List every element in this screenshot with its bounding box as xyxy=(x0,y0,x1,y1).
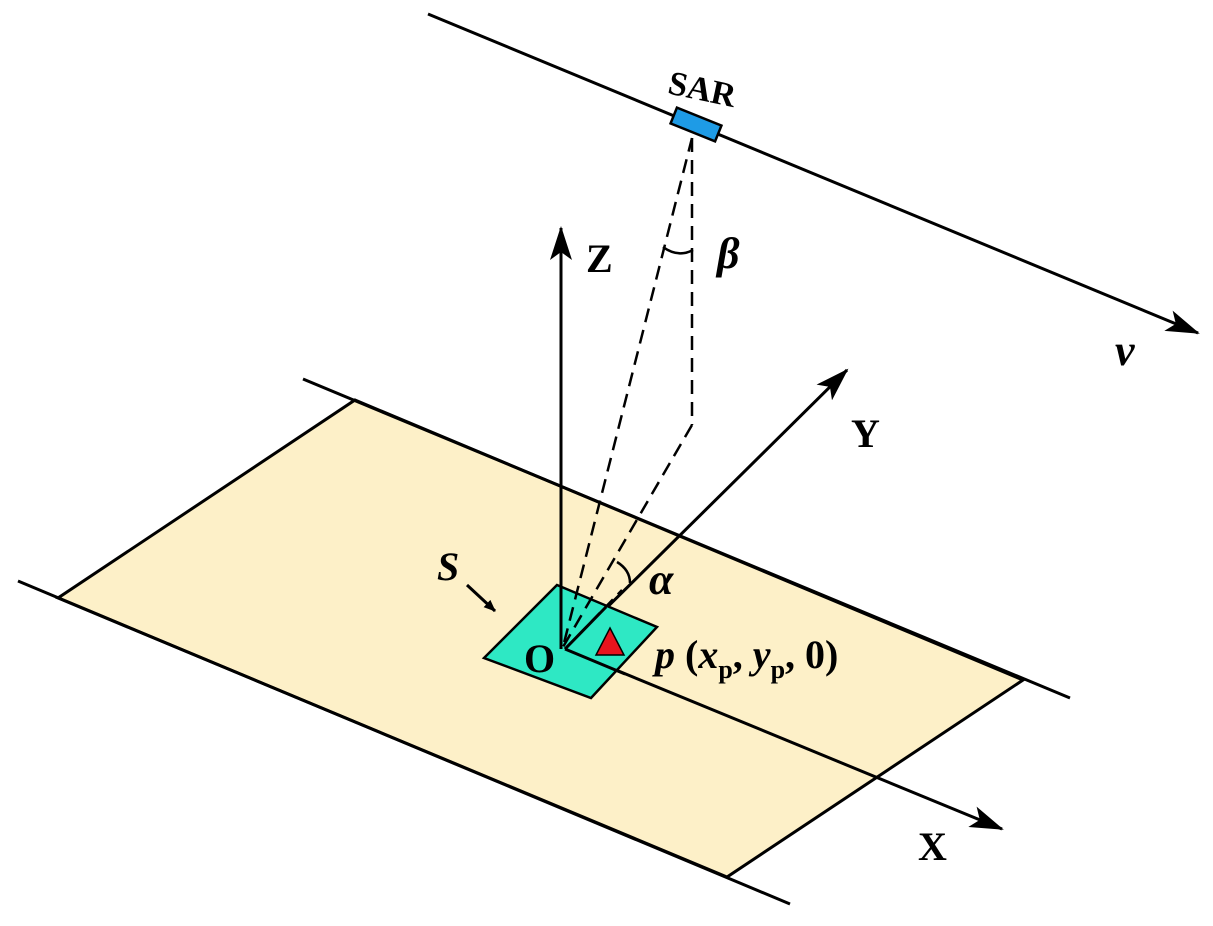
flight-track-line xyxy=(427,12,1200,335)
angle-alpha-label: α xyxy=(649,555,674,604)
sar-platform xyxy=(668,106,724,143)
radar-beam xyxy=(561,137,694,648)
s-pointer-arrow xyxy=(465,583,497,613)
angle-alpha-arc xyxy=(616,560,632,584)
y-axis xyxy=(563,368,849,651)
angle-beta-arc xyxy=(662,245,694,255)
ground-edge-near xyxy=(17,579,791,906)
velocity-label: v xyxy=(1115,326,1135,375)
x-axis-label: X xyxy=(918,824,947,869)
x-axis xyxy=(564,647,1004,831)
z-axis-label: Z xyxy=(586,236,613,281)
target-marker xyxy=(594,626,626,656)
ground-edge-far xyxy=(302,377,1071,700)
angle-beta-label: β xyxy=(715,229,740,278)
origin-label: O xyxy=(524,636,555,681)
beam-ground-trace xyxy=(564,589,623,650)
y-axis-label: Y xyxy=(851,411,880,456)
s-inner-x-edge xyxy=(564,647,626,676)
point-p-coordinates: p (xp, yp, 0) xyxy=(652,632,838,684)
region-s-label: S xyxy=(437,544,459,589)
